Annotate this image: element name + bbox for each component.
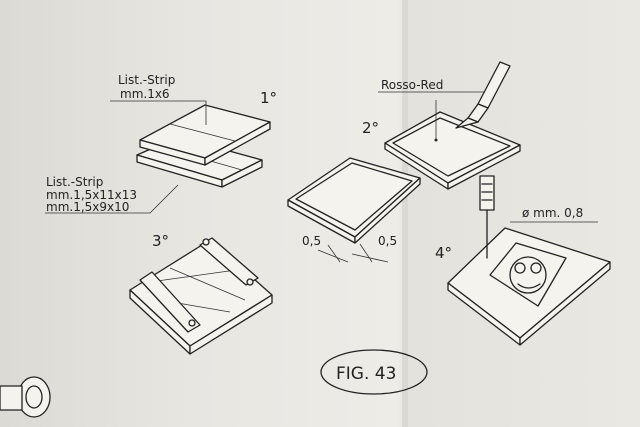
paint-label: Rosso-Red xyxy=(381,78,443,92)
figure-label: FIG. 43 xyxy=(336,364,396,384)
strip-bottom-size-1: mm.1,5x11x13 xyxy=(46,188,137,202)
figure-label-frame xyxy=(320,349,428,395)
step2-board-drawing xyxy=(287,157,421,263)
step-2-label: 2° xyxy=(362,119,379,137)
step-3-label: 3° xyxy=(152,232,169,250)
strip-top-label: List.-Strip xyxy=(118,73,175,87)
step-1-label: 1° xyxy=(260,89,277,107)
drill-diameter-label: ø mm. 0,8 xyxy=(522,206,583,220)
step4-drill-drawing xyxy=(447,175,611,346)
strip-bottom-size-2: mm.1,5x9x10 xyxy=(46,200,129,214)
paper-fold xyxy=(402,0,408,427)
margin-left-label: 0,5 xyxy=(302,234,321,248)
partial-object-drawing xyxy=(0,376,51,418)
margin-right-label: 0,5 xyxy=(378,234,397,248)
step1-strips-drawing xyxy=(45,100,271,214)
step3-hinge-drawing xyxy=(129,237,273,355)
step-4-label: 4° xyxy=(435,244,452,262)
strip-bottom-label: List.-Strip xyxy=(46,175,103,189)
strip-top-size: mm.1x6 xyxy=(120,87,170,101)
step2-paint-drawing xyxy=(378,61,521,190)
